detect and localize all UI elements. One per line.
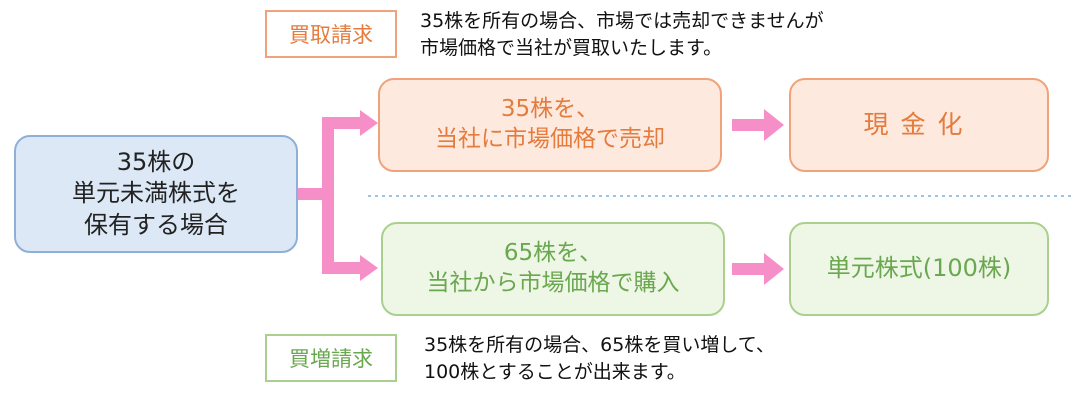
tag-purchase-request: 買取請求	[265, 10, 397, 58]
arrow-head-sell	[360, 110, 378, 136]
buy-from-company-box: 65株を、 当社から市場価格で購入	[381, 222, 725, 316]
sell-to-company-box: 35株を、 当社に市場価格で売却	[378, 78, 722, 172]
tag-additional-purchase-request: 買増請求	[265, 334, 397, 382]
arrow-shaft-sell-step	[732, 119, 766, 131]
description-line: 100株とすることが出来ます。	[424, 360, 686, 383]
sell-line: 当社に市場価格で売却	[435, 126, 665, 152]
arrow-shaft-buy-step	[732, 263, 766, 275]
cash-out-box: 現金化	[789, 78, 1049, 172]
source-line: 保有する場合	[84, 210, 228, 239]
source-line: 単元未満株式を	[72, 179, 240, 208]
source-line: 35株の	[116, 148, 196, 177]
tag-additional-purchase-request-text: 買増請求	[289, 347, 373, 371]
buy-line: 当社から市場価格で購入	[426, 270, 680, 296]
arrow-head-buy-step	[764, 253, 784, 285]
description-line: 35株を所有の場合、市場では売却できませんが	[420, 10, 824, 32]
unit-share-box: 単元株式(100株)	[789, 222, 1049, 316]
description-purchase-request: 35株を所有の場合、市場では売却できませんが 市場価格で当社が買取いたします。	[420, 8, 1020, 61]
buy-line: 65株を、	[503, 240, 603, 267]
description-line: 市場価格で当社が買取いたします。	[420, 36, 723, 59]
unit-share-text: 単元株式(100株)	[826, 254, 1012, 283]
cash-out-text: 現金化	[863, 109, 975, 139]
arrow-head-sell-step	[764, 109, 784, 141]
arrow-head-buy	[360, 255, 378, 281]
source-box: 35株の 単元未満株式を 保有する場合	[14, 135, 298, 253]
description-line: 35株を所有の場合、65株を買い増して、	[424, 334, 775, 356]
description-additional-purchase-request: 35株を所有の場合、65株を買い増して、 100株とすることが出来ます。	[424, 332, 1024, 385]
tag-purchase-request-text: 買取請求	[289, 23, 373, 47]
branch-connector	[298, 117, 362, 274]
sell-line: 35株を、	[500, 96, 600, 123]
